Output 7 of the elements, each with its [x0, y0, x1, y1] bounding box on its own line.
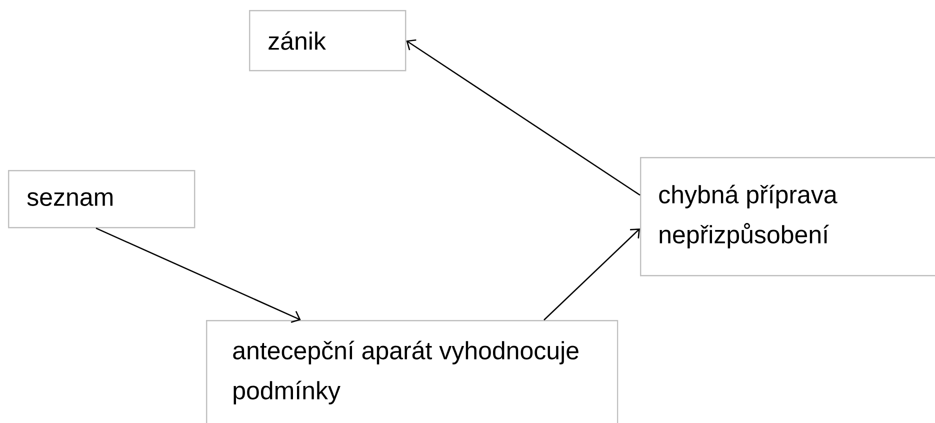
text-box: seznam: [8, 170, 196, 228]
text-box: chybná příprava nepřizpůsobení: [640, 157, 935, 276]
text-box: antecepční aparát vyhodnocuje podmínky: [206, 320, 618, 423]
text-box: zánik: [249, 10, 406, 72]
arrow: [96, 228, 301, 323]
arrow: [406, 39, 640, 196]
arrow: [544, 228, 640, 320]
